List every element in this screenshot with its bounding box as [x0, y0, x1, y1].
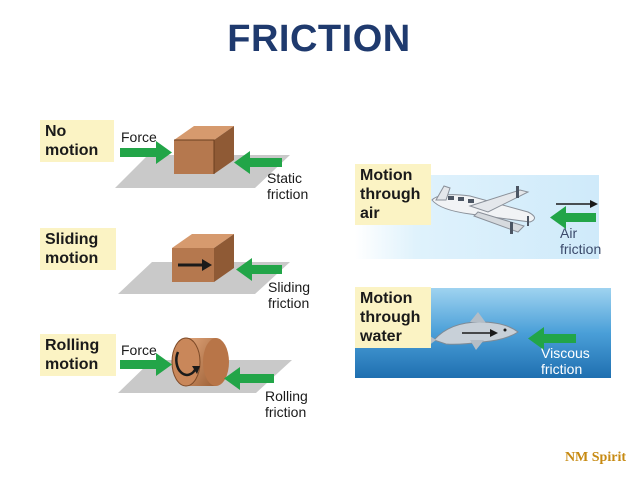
airplane-icon [431, 185, 535, 234]
rolling-motion-label: Rolling motion [40, 334, 116, 376]
friction-arrow-icon [236, 258, 282, 281]
crate [174, 126, 234, 174]
force-text: Force [121, 129, 157, 145]
force-text: Force [121, 342, 157, 358]
viscous-friction-text: Viscous friction [541, 345, 590, 377]
water-motion-label: Motion through water [355, 287, 431, 348]
no-motion-scene [115, 126, 290, 188]
friction-arrow-icon [234, 151, 282, 174]
motion-arrow-icon [462, 329, 498, 337]
force-arrow-icon [120, 353, 172, 376]
sliding-motion-label: Sliding motion [40, 228, 116, 270]
friction-arrow-icon [224, 367, 274, 390]
air-friction-text: Air friction [560, 225, 602, 257]
page-title: FRICTION [227, 18, 411, 60]
cylinder [171, 337, 229, 387]
force-arrow-icon [120, 141, 172, 164]
brand-logo: NM Spirit [564, 450, 626, 465]
sliding-friction-text: Sliding friction [268, 279, 311, 311]
motion-arrow-icon [556, 200, 598, 208]
static-friction-text: Static friction [267, 170, 309, 202]
motion-arrow-icon [178, 259, 212, 271]
friction-arrow-icon [550, 206, 596, 229]
friction-arrow-icon [528, 327, 576, 350]
rolling-motion-scene [118, 337, 292, 393]
no-motion-label: No motion [40, 120, 114, 162]
rolling-friction-text: Rolling friction [265, 388, 308, 420]
air-motion-label: Motion through air [355, 164, 431, 225]
sliding-motion-scene [118, 234, 290, 294]
